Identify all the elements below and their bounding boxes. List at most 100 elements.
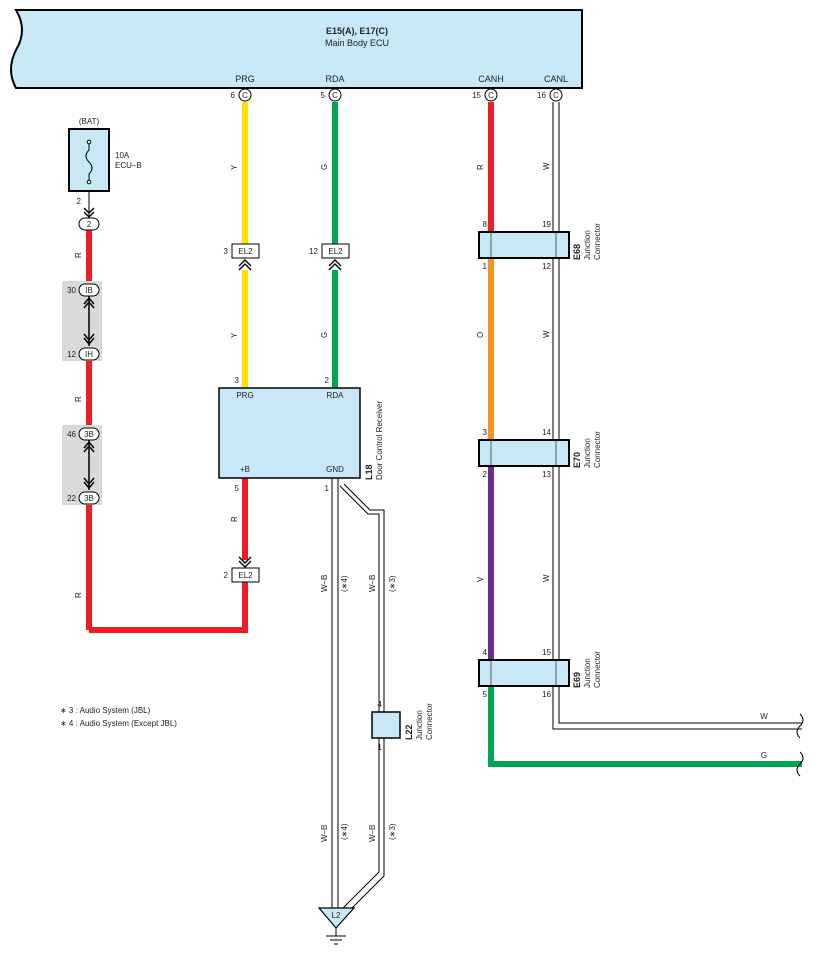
junction-e68-code: E68 (572, 244, 582, 260)
junction-e69-pin-tl: 4 (483, 648, 488, 657)
junction-e70-title: Junction (583, 438, 592, 468)
wire-label-wb-1: W–B (320, 575, 329, 592)
wire-label-star4-2: (∗4) (340, 823, 349, 840)
wire-gnd-wb (331, 478, 385, 915)
ecu-pin-rda: C 5 (321, 88, 342, 102)
junction-e68-sub: Connector (593, 223, 602, 260)
ground-label: L2 (332, 911, 341, 920)
connector-ih-pin: 12 (67, 350, 76, 359)
ecu-pin-label-rda: RDA (325, 74, 344, 84)
chevron-up-icon (238, 259, 252, 271)
connector-ib-pin: 30 (67, 286, 76, 295)
wire-label-r-1: R (74, 252, 83, 258)
connector-ih: IH 12 (67, 347, 100, 361)
junction-e69-title: Junction (583, 658, 592, 688)
el2-prg-pin: 3 (224, 247, 229, 256)
wire-canh-green (488, 686, 802, 767)
junction-e70-code: E70 (572, 452, 582, 468)
wire-label-r-2: R (74, 396, 83, 402)
junction-e69-pin-tr: 15 (542, 648, 551, 657)
connector-3b-bottom: 3B 22 (67, 491, 100, 505)
wire-break-icon (796, 751, 804, 777)
junction-e68-pin-tl: 8 (483, 220, 488, 229)
el2-connector-rda: EL2 12 (309, 243, 350, 271)
wire-label-w-1: W (542, 162, 551, 170)
fuse-source: (BAT) (79, 117, 100, 126)
junction-e69-pin-br: 16 (542, 690, 551, 699)
receiver-code: L18 (364, 464, 374, 480)
junction-l22-title: Junction (415, 710, 424, 740)
receiver-pin-num-gnd: 1 (325, 484, 330, 493)
junction-e70-pin-tr: 14 (542, 428, 551, 437)
ecu-pin-label-prg: PRG (235, 74, 255, 84)
ecu-block (10, 9, 583, 89)
el2-rda-label: EL2 (328, 247, 343, 256)
wire-label-r-3: R (74, 592, 83, 598)
note-star3: ∗ 3 : Audio System (JBL) (60, 706, 151, 715)
wire-label-wb-4: W–B (368, 825, 377, 842)
wire-label-y-1: Y (230, 164, 239, 170)
connector-ib-label: IB (85, 286, 93, 295)
junction-e68 (478, 231, 570, 259)
ecu-pin-num-rda: 5 (321, 91, 326, 100)
ground-icon (326, 928, 346, 945)
wire-label-v: V (476, 576, 485, 582)
junction-e70-pin-bl: 2 (483, 470, 488, 479)
junction-e68-pin-br: 12 (542, 262, 551, 271)
fuse-name: ECU–B (115, 161, 142, 170)
connector-3b-top-pin: 46 (67, 430, 76, 439)
junction-l22-pin-bottom: 1 (378, 743, 383, 752)
fuse-icon (85, 142, 93, 182)
receiver-name: Door Control Receiver (375, 401, 384, 480)
wire-label-o: O (476, 332, 485, 338)
wire-label-w-3: W (542, 574, 551, 582)
door-control-receiver: PRG RDA +B GND (218, 387, 361, 479)
wire-label-r-canh: R (476, 164, 485, 170)
ecu-subtitle: Main Body ECU (325, 38, 389, 48)
receiver-pin-num-plus-b: 5 (235, 484, 240, 493)
junction-l22-code: L22 (404, 724, 414, 740)
junction-l22-pin-top: 4 (378, 700, 383, 709)
chevron-up-icon (328, 259, 342, 271)
junction-l22-sub: Connector (425, 703, 434, 740)
ecu-pin-label-canl: CANL (544, 74, 568, 84)
junction-e68-title: Junction (583, 230, 592, 260)
arrow-down-icon (83, 333, 95, 346)
ecu-pin-prg: C 6 (231, 88, 252, 102)
ecu-title: E15(A), E17(C) (326, 26, 388, 36)
wire-label-r-4: R (230, 516, 239, 522)
junction-e68-pin-bl: 1 (483, 262, 488, 271)
wire-label-w-2: W (542, 330, 551, 338)
connector-3b-top-label: 3B (84, 430, 94, 439)
receiver-pin-label-gnd: GND (326, 465, 344, 474)
connector-ih-label: IH (85, 350, 93, 359)
el2-prg-label: EL2 (238, 247, 253, 256)
wire-label-wb-2: W–B (368, 575, 377, 592)
connector-3b-bottom-label: 3B (84, 494, 94, 503)
junction-e69-sub: Connector (593, 651, 602, 688)
el2-connector-plus-b: EL2 2 (224, 556, 260, 583)
ecu-pin-canh: C 15 (472, 88, 498, 102)
connector-3b-bottom-pin: 22 (67, 494, 76, 503)
wire-label-star3-2: (∗3) (388, 823, 397, 840)
wire-label-star4-1: (∗4) (340, 575, 349, 592)
out-wire-label-g: G (761, 751, 767, 760)
wire-label-g-2: G (320, 332, 329, 338)
fuse-connector (78, 217, 100, 231)
el2-plus-b-label: EL2 (238, 571, 253, 580)
ecu-pin-conn-canl: C (553, 91, 559, 100)
fuse-rating: 10A (115, 151, 130, 160)
connector-ib: IB 30 (67, 283, 100, 297)
wire-label-star3-1: (∗3) (388, 575, 397, 592)
chevron-down-icon (83, 207, 95, 218)
junction-e70 (478, 439, 570, 467)
junction-e69 (478, 659, 570, 687)
out-wire-label-w: W (760, 712, 768, 721)
ecu-pin-conn-prg: C (242, 91, 248, 100)
receiver-pin-num-rda: 2 (325, 376, 330, 385)
wire-break-icon (796, 713, 804, 739)
wire-label-wb-3: W–B (320, 825, 329, 842)
receiver-pin-label-prg: PRG (236, 391, 253, 400)
receiver-pin-label-plus-b: +B (240, 465, 250, 474)
